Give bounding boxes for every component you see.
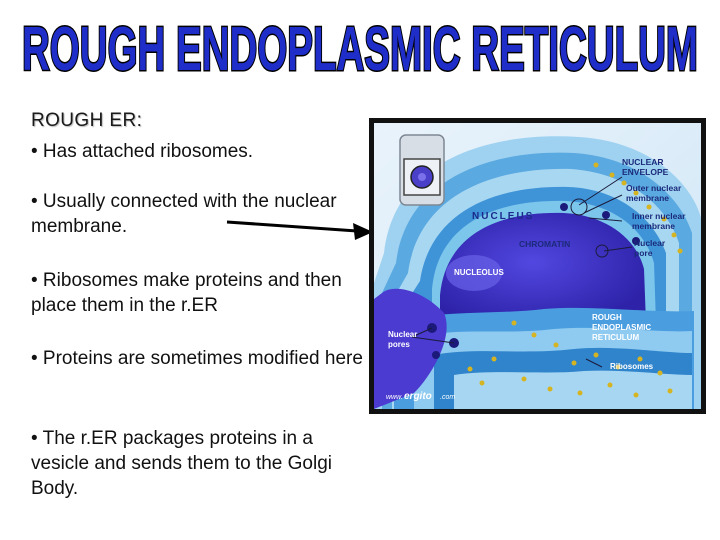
slide-title: ROUGH ENDOPLASMIC RETICULUM xyxy=(0,4,720,88)
label-inner-membrane-2: membrane xyxy=(632,221,675,231)
label-rough-er-1: ROUGH xyxy=(592,313,622,322)
label-nuclear-pore-1: Nuclear xyxy=(634,238,666,248)
label-ribosomes: Ribosomes xyxy=(610,362,654,371)
label-nuclear-pore-2: pore xyxy=(634,248,653,258)
label-nuclear-pores-1: Nuclear xyxy=(388,330,417,339)
label-nucleolus: NUCLEOLUS xyxy=(454,268,504,277)
label-outer-membrane-2: membrane xyxy=(626,193,669,203)
watermark-suffix: .com xyxy=(440,394,455,401)
cell-diagram-frame: NUCLEAR ENVELOPE Outer nuclear membrane … xyxy=(369,118,706,414)
title-text: ROUGH ENDOPLASMIC RETICULUM xyxy=(22,15,698,84)
cell-inset-icon xyxy=(399,134,445,206)
label-chromatin: CHROMATIN xyxy=(519,239,570,249)
watermark-prefix: www. xyxy=(386,394,403,401)
bullet-packages-proteins: • The r.ER packages proteins in a vesicl… xyxy=(31,428,333,499)
nucleus xyxy=(440,212,646,323)
bullet-attached-ribosomes: • Has attached ribosomes. xyxy=(31,141,254,162)
label-nuclear-envelope-2: ENVELOPE xyxy=(622,167,669,177)
bullet-proteins-modified: • Proteins are sometimes modified here xyxy=(31,348,363,369)
label-nuclear-envelope-1: NUCLEAR xyxy=(622,157,664,167)
label-rough-er-3: RETICULUM xyxy=(592,333,639,342)
subheading: ROUGH ER: xyxy=(31,110,142,132)
ergito-watermark: www. ergito .com xyxy=(386,391,455,402)
watermark-brand: ergito xyxy=(404,391,432,402)
callout-lines xyxy=(411,176,633,368)
er-cisternae xyxy=(394,307,694,409)
label-inner-membrane-1: Inner nuclear xyxy=(632,211,686,221)
cell-diagram: NUCLEAR ENVELOPE Outer nuclear membrane … xyxy=(374,123,701,409)
bullet-nuclear-membrane: • Usually connected with the nuclear mem… xyxy=(31,191,337,237)
nucleolus xyxy=(446,255,502,291)
bullet-ribosomes-make-proteins: • Ribosomes make proteins and then place… xyxy=(31,270,342,316)
label-nucleus: NUCLEUS xyxy=(472,211,534,222)
ribosomes xyxy=(467,162,683,398)
subheading-term: ROUGH ER xyxy=(31,110,137,131)
label-rough-er-2: ENDOPLASMIC xyxy=(592,323,651,332)
label-outer-membrane-1: Outer nuclear xyxy=(626,183,682,193)
pointer-arrow xyxy=(226,220,373,240)
subheading-colon: : xyxy=(136,110,143,131)
nucleus-lower-lobe xyxy=(374,288,447,409)
label-nuclear-pores-2: pores xyxy=(388,340,410,349)
